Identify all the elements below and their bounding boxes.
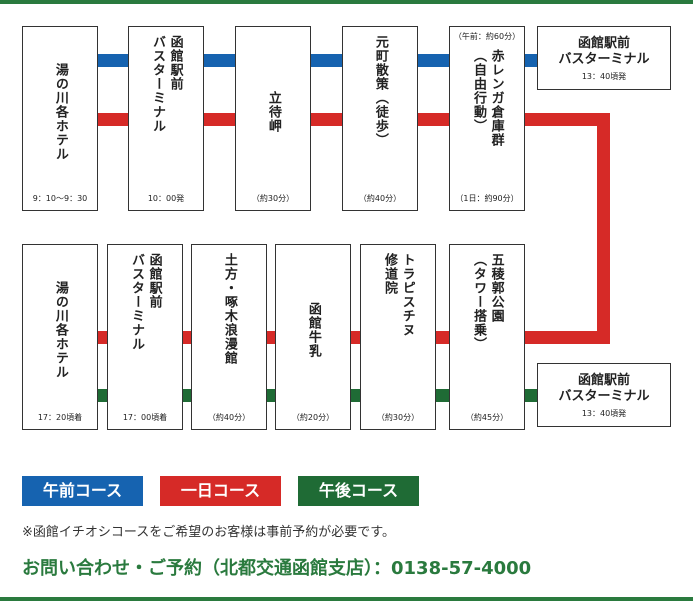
stop-label: 湯の川各ホテル (52, 281, 68, 379)
stop-label: 立待岬 (265, 90, 281, 133)
stop-time: （約45分） (465, 413, 509, 422)
terminal-name-2: バスターミナル (558, 52, 650, 67)
stop-hakodate-milk: 函館牛乳 （約20分） (275, 244, 351, 430)
stop-motomachi-walk: 元町散策（徒歩） （約40分） (342, 26, 418, 211)
stop-label: 函館駅前 (167, 35, 183, 91)
stop-label: 湯の川各ホテル (52, 62, 68, 161)
terminal-name: 函館駅前 (577, 36, 630, 51)
terminal-name-2: バスターミナル (558, 389, 650, 404)
legend-pm-course: 午後コース (298, 476, 419, 506)
reservation-note: ※函館イチオシコースをご希望のお客様は事前予約が必要です。 (22, 525, 395, 540)
stop-time: 17：00頃着 (122, 413, 168, 422)
stop-label: 元町散策（徒歩） (372, 35, 388, 147)
stop-time: （約40分） (358, 194, 402, 203)
contact-info: お問い合わせ・ご予約（北都交通函館支店）：0138-57-4000 (22, 558, 532, 579)
terminal-am: 函館駅前 バスターミナル 13：40頃発 (537, 26, 671, 90)
stop-label: バスターミナル (150, 35, 165, 133)
stop-red-brick-warehouses: （午前：約60分） 赤レンガ倉庫群（自由行動） （1日：約90分） (449, 26, 525, 211)
legend-am-course: 午前コース (22, 476, 143, 506)
terminal-pm: 函館駅前 バスターミナル 13：40頃発 (537, 363, 671, 427)
stop-label: 函館駅前 (146, 253, 162, 309)
bottom-border (0, 597, 693, 601)
legend-day-course: 一日コース (160, 476, 281, 506)
stop-label: トラピスチヌ (399, 253, 415, 337)
stop-label: （タワー搭乗） (471, 253, 486, 351)
stop-yunokawa-hotels-pm: 湯の川各ホテル 17：20頃着 (22, 244, 98, 430)
stop-trappistine-convent: トラピスチヌ修道院 （約30分） (360, 244, 436, 430)
stop-time: （1日：約90分） (455, 194, 519, 203)
stop-time: （約30分） (251, 194, 295, 203)
stop-label: （自由行動） (471, 49, 486, 133)
am-route-line (96, 54, 538, 67)
stop-time: 10：00発 (147, 194, 185, 203)
stop-time: 9：10～9：30 (32, 194, 88, 203)
stop-hijikata-takuboku-museum: 土方・啄木浪漫館 （約40分） (191, 244, 267, 430)
stop-label: バスターミナル (129, 253, 144, 351)
stop-time: （約20分） (291, 413, 335, 422)
terminal-name: 函館駅前 (577, 373, 630, 388)
day-route-line-join (523, 331, 610, 344)
stop-label: 赤レンガ倉庫群 (488, 49, 504, 147)
terminal-time: 13：40頃発 (581, 72, 627, 81)
stop-time: 17：20頃着 (37, 413, 83, 422)
day-route-line-right (523, 113, 610, 126)
stop-label: 函館牛乳 (305, 302, 321, 358)
stop-hakodate-station-am: 函館駅前バスターミナル 10：00発 (128, 26, 204, 211)
stop-tachimachi-misaki: 立待岬 （約30分） (235, 26, 311, 211)
stop-goryokaku-park: 五稜郭公園（タワー搭乗） （約45分） (449, 244, 525, 430)
stop-time: （約40分） (207, 413, 251, 422)
stop-label: 修道院 (382, 253, 397, 295)
stop-hakodate-station-pm: 函館駅前バスターミナル 17：00頃着 (107, 244, 183, 430)
stop-time: （約30分） (376, 413, 420, 422)
day-route-line-vertical (597, 113, 610, 344)
stop-yunokawa-hotels-am: 湯の川各ホテル 9：10～9：30 (22, 26, 98, 211)
stop-label: 土方・啄木浪漫館 (221, 253, 237, 365)
stop-label: 五稜郭公園 (488, 253, 504, 323)
top-border (0, 0, 693, 4)
terminal-time: 13：40頃発 (581, 409, 627, 418)
stop-time-am: （午前：約60分） (453, 32, 521, 41)
